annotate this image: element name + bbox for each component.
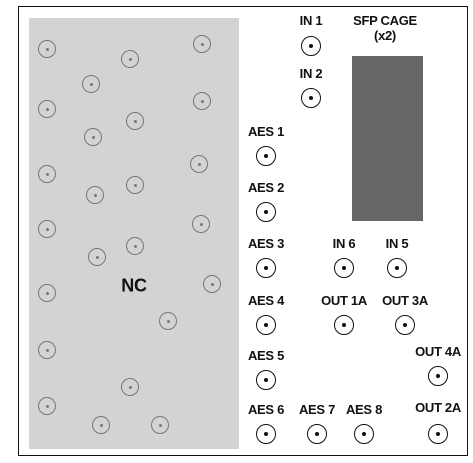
nc-connector xyxy=(84,128,102,146)
aes1-connector[interactable] xyxy=(256,146,276,166)
in5-connector[interactable] xyxy=(387,258,407,278)
in2-connector[interactable] xyxy=(301,88,321,108)
out4a-connector[interactable] xyxy=(428,366,448,386)
out2a-label: OUT 2A xyxy=(415,400,461,415)
out3a-label: OUT 3A xyxy=(382,293,428,308)
sfp-cage xyxy=(352,56,423,221)
aes5-label: AES 5 xyxy=(247,348,285,363)
nc-connector xyxy=(38,40,56,58)
aes7-connector[interactable] xyxy=(307,424,327,444)
nc-connector xyxy=(190,155,208,173)
nc-label: NC xyxy=(121,275,147,296)
out1a-label: OUT 1A xyxy=(321,293,367,308)
aes4-connector[interactable] xyxy=(256,315,276,335)
aes6-label: AES 6 xyxy=(247,402,285,417)
nc-connector xyxy=(86,186,104,204)
nc-connector xyxy=(82,75,100,93)
nc-connector xyxy=(159,312,177,330)
out4a-label: OUT 4A xyxy=(415,344,461,359)
sfp-cage-label: SFP CAGE xyxy=(353,13,417,28)
nc-connector xyxy=(38,220,56,238)
nc-connector xyxy=(88,248,106,266)
sfp-cage-count-label: (x2) xyxy=(374,28,396,43)
nc-connector xyxy=(193,35,211,53)
in6-label: IN 6 xyxy=(332,236,356,251)
in2-label: IN 2 xyxy=(299,66,323,81)
nc-connector xyxy=(38,100,56,118)
nc-connector xyxy=(126,112,144,130)
aes4-label: AES 4 xyxy=(247,293,285,308)
aes5-connector[interactable] xyxy=(256,370,276,390)
aes8-connector[interactable] xyxy=(354,424,374,444)
in6-connector[interactable] xyxy=(334,258,354,278)
nc-connector xyxy=(121,50,139,68)
nc-connector xyxy=(38,397,56,415)
aes2-connector[interactable] xyxy=(256,202,276,222)
aes3-label: AES 3 xyxy=(247,236,285,251)
nc-connector xyxy=(151,416,169,434)
aes3-connector[interactable] xyxy=(256,258,276,278)
aes7-label: AES 7 xyxy=(298,402,336,417)
nc-connector xyxy=(38,284,56,302)
nc-connector xyxy=(38,341,56,359)
in1-label: IN 1 xyxy=(299,13,323,28)
nc-connector xyxy=(203,275,221,293)
nc-connector xyxy=(126,237,144,255)
aes1-label: AES 1 xyxy=(247,124,285,139)
nc-connector xyxy=(38,165,56,183)
nc-connector xyxy=(192,215,210,233)
nc-connector xyxy=(92,416,110,434)
nc-connector xyxy=(126,176,144,194)
nc-connector xyxy=(193,92,211,110)
nc-connector xyxy=(121,378,139,396)
aes6-connector[interactable] xyxy=(256,424,276,444)
aes2-label: AES 2 xyxy=(247,180,285,195)
in5-label: IN 5 xyxy=(385,236,409,251)
in1-connector[interactable] xyxy=(301,36,321,56)
nc-area xyxy=(29,18,239,449)
rear-panel-frame xyxy=(18,6,468,456)
out3a-connector[interactable] xyxy=(395,315,415,335)
out2a-connector[interactable] xyxy=(428,424,448,444)
out1a-connector[interactable] xyxy=(334,315,354,335)
aes8-label: AES 8 xyxy=(345,402,383,417)
